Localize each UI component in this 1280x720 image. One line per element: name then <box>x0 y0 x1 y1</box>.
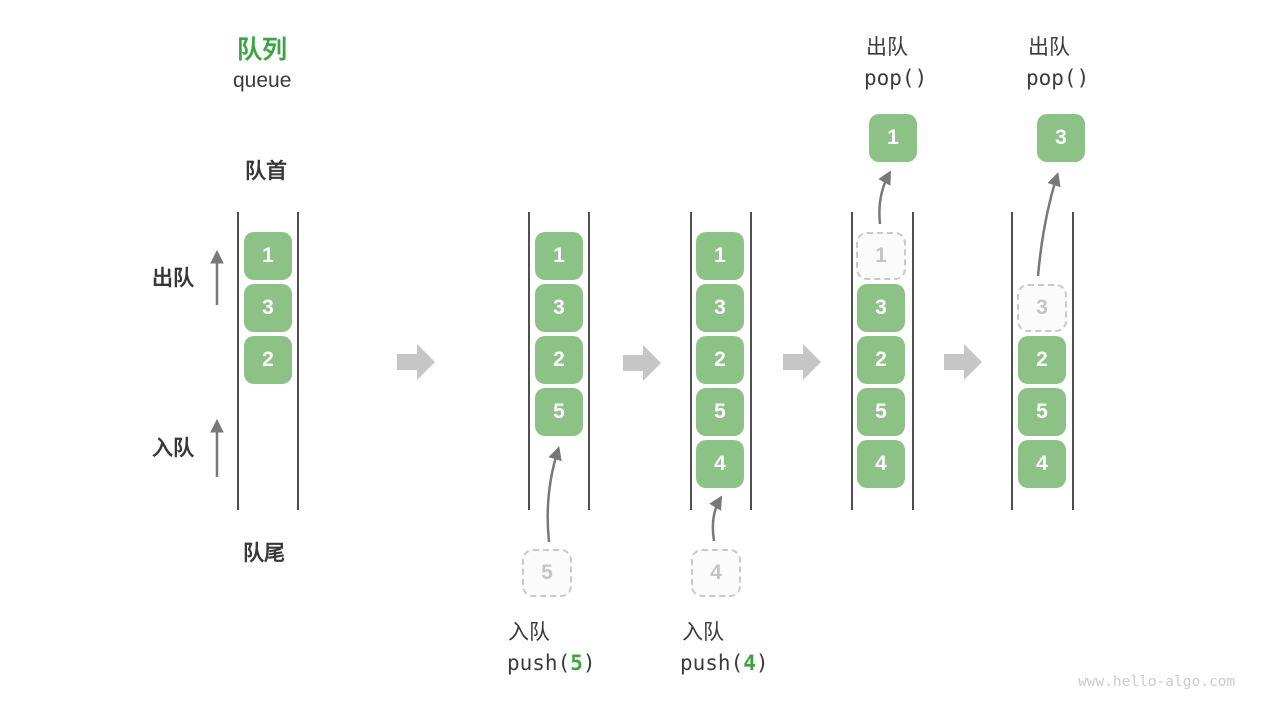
queue-rear-label: 队尾 <box>243 542 285 565</box>
stage1-right-wall <box>297 212 299 510</box>
watermark: www.hello-algo.com <box>1078 674 1236 690</box>
pop1-code: pop() <box>864 66 928 90</box>
queue-item-box: 5 <box>696 388 744 436</box>
queue-item-box: 4 <box>1018 440 1066 488</box>
queue-item-box: 2 <box>244 336 292 384</box>
queue-item-box: 4 <box>857 440 905 488</box>
stage4-left-wall <box>851 212 853 510</box>
staged-item-box: 4 <box>691 549 741 597</box>
queue-item-box: 4 <box>696 440 744 488</box>
pop2-code: pop() <box>1026 66 1090 90</box>
staged-item-box: 5 <box>522 549 572 597</box>
pop2-label: 出队 <box>1028 36 1070 59</box>
push5-fn-open: push( <box>507 651 571 675</box>
enqueue-side-label: 入队 <box>152 437 194 460</box>
queue-item-box: 3 <box>244 284 292 332</box>
push4-arrow <box>709 495 723 542</box>
dequeue-side-label: 出队 <box>152 267 194 290</box>
queue-item-box: 1 <box>696 232 744 280</box>
pop1-label: 出队 <box>866 36 908 59</box>
transition-arrow-4 <box>944 344 982 380</box>
push5-label: 入队 <box>508 621 550 644</box>
popped-item-box: 1 <box>869 114 917 162</box>
stage1-left-wall <box>237 212 239 510</box>
popped-item-box: 3 <box>1037 114 1085 162</box>
push4-fn-close: ) <box>755 651 769 675</box>
transition-arrow-2 <box>623 345 661 381</box>
queue-item-box: 2 <box>857 336 905 384</box>
transition-arrow-3 <box>783 344 821 380</box>
stage4-right-wall <box>912 212 914 510</box>
pop1-arrow <box>878 170 891 225</box>
transition-arrow-1 <box>397 344 435 380</box>
queue-item-box: 3 <box>535 284 583 332</box>
push5-arrow <box>546 446 562 543</box>
queue-item-box: 2 <box>535 336 583 384</box>
dashed-removed-box: 3 <box>1017 284 1067 332</box>
queue-front-label: 队首 <box>245 160 287 183</box>
diagram-title-en: queue <box>233 69 292 92</box>
push5-code: push(5) <box>507 651 596 675</box>
diagram-title-zh: 队列 <box>237 36 288 64</box>
queue-item-box: 1 <box>244 232 292 280</box>
queue-item-box: 3 <box>857 284 905 332</box>
push4-code: push(4) <box>680 651 769 675</box>
stage5-right-wall <box>1072 212 1074 510</box>
dashed-removed-box: 1 <box>856 232 906 280</box>
stage3-left-wall <box>690 212 692 510</box>
push5-arg: 5 <box>570 651 583 675</box>
push4-label: 入队 <box>682 621 724 644</box>
push4-fn-open: push( <box>680 651 744 675</box>
queue-item-box: 5 <box>857 388 905 436</box>
queue-item-box: 3 <box>696 284 744 332</box>
push4-arg: 4 <box>743 651 756 675</box>
stage2-left-wall <box>528 212 530 510</box>
queue-item-box: 5 <box>1018 388 1066 436</box>
queue-item-box: 1 <box>535 232 583 280</box>
queue-item-box: 2 <box>696 336 744 384</box>
stage3-right-wall <box>750 212 752 510</box>
queue-item-box: 2 <box>1018 336 1066 384</box>
pop2-arrow <box>1036 172 1061 277</box>
queue-item-box: 5 <box>535 388 583 436</box>
stage2-right-wall <box>588 212 590 510</box>
stage5-left-wall <box>1011 212 1013 510</box>
push5-fn-close: ) <box>582 651 596 675</box>
